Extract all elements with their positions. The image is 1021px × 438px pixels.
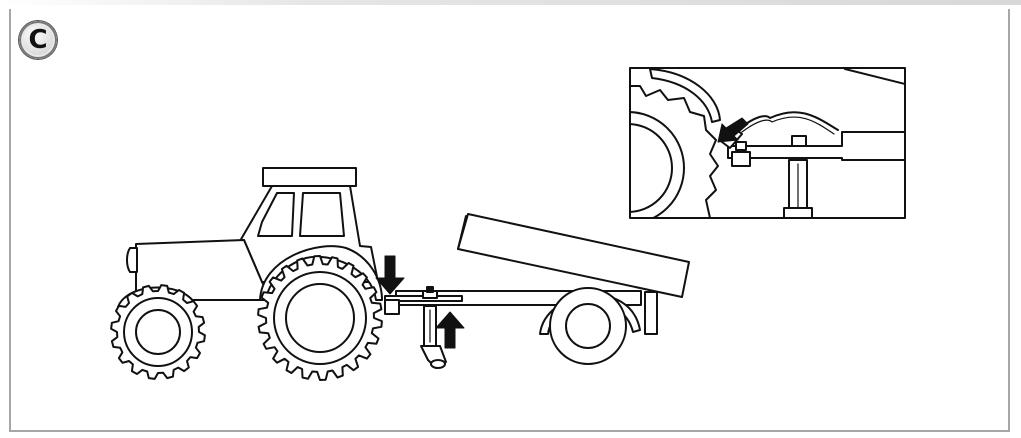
tractor — [110, 167, 383, 381]
cab-window-front — [257, 192, 295, 237]
inset-wheel-rim — [631, 111, 685, 217]
front-wheel-hub — [135, 309, 181, 355]
tipper-body — [457, 213, 690, 298]
inset-cable — [739, 111, 839, 131]
hitch-assembly — [384, 286, 447, 369]
hitch-detail-inset — [629, 67, 906, 219]
inset-drawbar — [727, 131, 904, 161]
up-arrow — [435, 311, 465, 349]
inset-fender — [649, 69, 721, 123]
jack-foot-pad — [430, 359, 446, 369]
trailer-wheel-hub — [565, 303, 611, 349]
force-arrows — [375, 255, 465, 349]
front-light — [126, 247, 138, 273]
inset-arrow — [717, 117, 749, 143]
panel-label-badge: C — [19, 21, 57, 59]
top-rule — [0, 0, 1021, 5]
down-arrow — [375, 255, 405, 295]
cab-window-rear — [299, 192, 345, 237]
trailer — [384, 213, 690, 365]
cab-roof — [262, 167, 357, 187]
inset-pin — [791, 135, 807, 147]
panel-label: C — [28, 24, 48, 55]
inset-hitch-block — [731, 151, 751, 167]
trailer-rear-post — [644, 291, 658, 335]
figure-frame — [9, 9, 1010, 432]
hitch-block — [384, 299, 400, 315]
rear-wheel-hub — [285, 283, 355, 353]
